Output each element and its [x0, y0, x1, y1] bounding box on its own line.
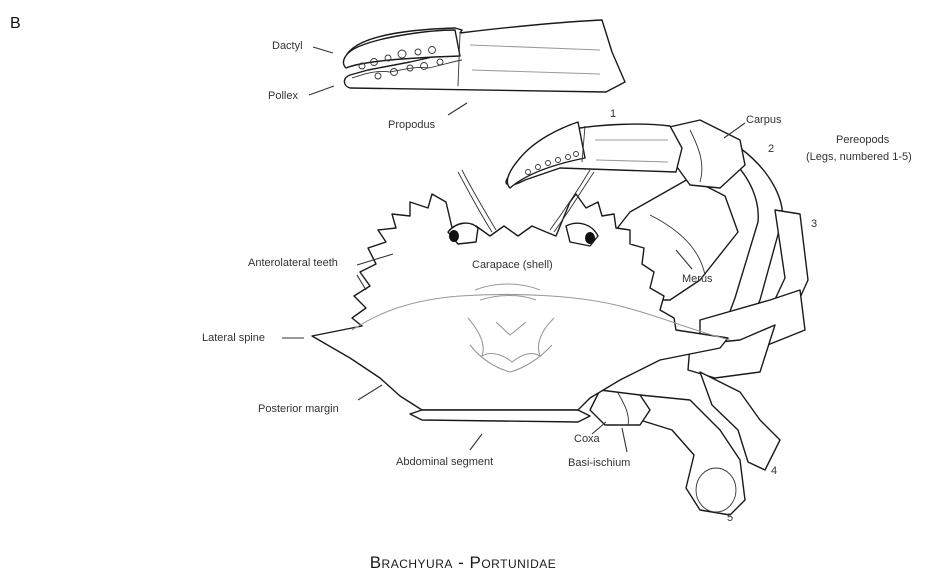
leader-abdominal-segment	[470, 434, 482, 450]
leg-number-5: 5	[727, 512, 733, 524]
leg-number-3: 3	[811, 218, 817, 230]
leader-basi-ischium	[622, 428, 627, 452]
label-carapace: Carapace (shell)	[472, 259, 553, 271]
leader-dactyl	[313, 47, 333, 53]
label-pereopods: Pereopods	[836, 134, 890, 146]
label-dactyl: Dactyl	[272, 40, 303, 52]
leader-carpus	[724, 123, 745, 138]
label-abdominal-segment: Abdominal segment	[396, 456, 493, 468]
label-basi-ischium: Basi-ischium	[568, 457, 630, 469]
abdominal-segment	[410, 410, 590, 422]
leg-number-4: 4	[771, 465, 777, 477]
label-lateral-spine: Lateral spine	[202, 332, 265, 344]
panel-letter: B	[10, 15, 21, 32]
leg-number-2: 2	[768, 143, 774, 155]
crab-body	[312, 120, 808, 515]
label-posterior-margin: Posterior margin	[258, 403, 339, 415]
label-coxa: Coxa	[574, 433, 601, 445]
label-pereopods-note: (Legs, numbered 1-5)	[806, 151, 912, 163]
caption: Brachyura - Portunidae	[370, 553, 557, 572]
leader-posterior-margin	[358, 385, 382, 400]
leader-propodus	[448, 103, 467, 115]
label-carpus: Carpus	[746, 114, 782, 126]
label-anterolateral-teeth: Anterolateral teeth	[248, 257, 338, 269]
leg-number-1: 1	[610, 108, 616, 120]
label-propodus: Propodus	[388, 119, 436, 131]
label-pollex: Pollex	[268, 90, 298, 102]
detached-claw	[344, 20, 625, 92]
leader-pollex	[309, 86, 334, 95]
label-merus: Merus	[682, 273, 713, 285]
